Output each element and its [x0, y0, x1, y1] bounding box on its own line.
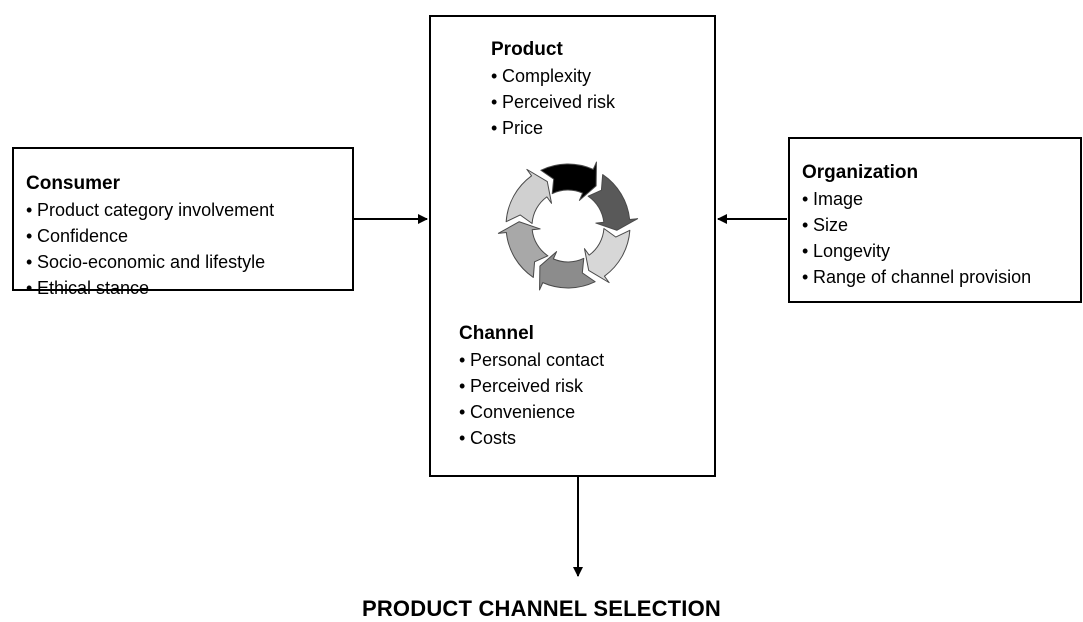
organization-item: Range of channel provision [802, 264, 1031, 290]
consumer-title: Consumer [26, 173, 120, 194]
channel-list: Personal contact Perceived risk Convenie… [459, 347, 604, 451]
cycle-arrow-segment [540, 161, 597, 201]
consumer-content: Consumer Product category involvement Co… [26, 173, 274, 301]
consumer-item: Ethical stance [26, 275, 274, 301]
organization-title: Organization [802, 162, 919, 183]
product-title: Product [491, 39, 563, 60]
outcome-label: PRODUCT CHANNEL SELECTION [361, 596, 722, 621]
channel-content: Channel Personal contact Perceived risk … [459, 323, 604, 451]
channel-item: Perceived risk [459, 373, 604, 399]
organization-box: Organization Image Size Longevity Range … [788, 137, 1082, 303]
consumer-box: Consumer Product category involvement Co… [12, 147, 354, 298]
consumer-item: Socio-economic and lifestyle [26, 249, 274, 275]
channel-item: Personal contact [459, 347, 604, 373]
product-channel-box: Product Complexity Perceived risk Price … [429, 15, 716, 477]
consumer-item: Confidence [26, 223, 274, 249]
organization-item: Longevity [802, 238, 1031, 264]
cycle-arrow-segment [539, 251, 596, 291]
product-item: Perceived risk [491, 89, 615, 115]
organization-content: Organization Image Size Longevity Range … [802, 162, 1031, 290]
consumer-list: Product category involvement Confidence … [26, 197, 274, 301]
channel-item: Costs [459, 425, 604, 451]
cycle-arrow-segment [505, 168, 553, 224]
product-item: Price [491, 115, 615, 141]
organization-list: Image Size Longevity Range of channel pr… [802, 186, 1031, 290]
cycle-arrow-segment [497, 221, 549, 278]
channel-item: Convenience [459, 399, 604, 425]
product-item: Complexity [491, 63, 615, 89]
cycle-arrow-segment [587, 174, 639, 231]
organization-item: Image [802, 186, 1031, 212]
cycle-arrow-segment [583, 228, 631, 284]
cycle-arrows-icon [497, 161, 639, 291]
consumer-item: Product category involvement [26, 197, 274, 223]
product-list: Complexity Perceived risk Price [491, 63, 615, 141]
channel-title: Channel [459, 323, 534, 344]
organization-item: Size [802, 212, 1031, 238]
product-content: Product Complexity Perceived risk Price [491, 39, 615, 141]
